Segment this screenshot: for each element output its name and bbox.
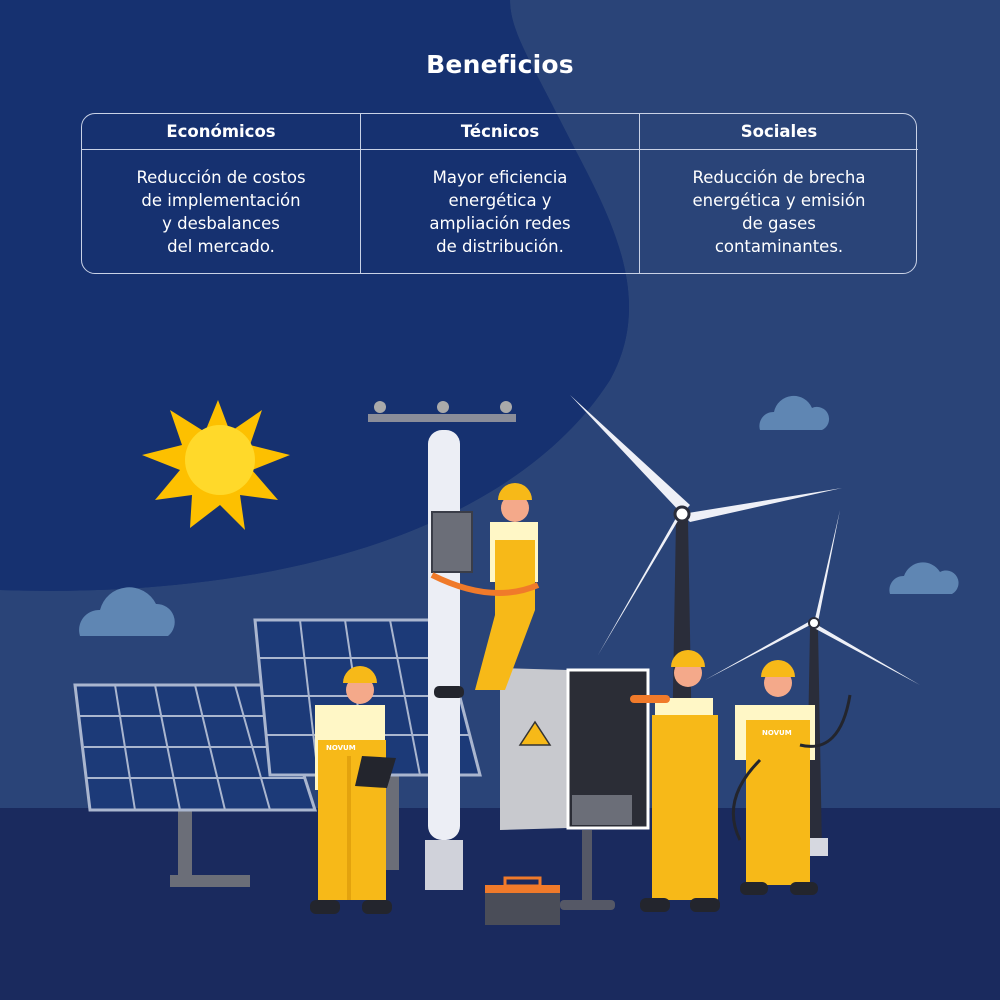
cell-sociales: Reducción de brecha energética y emisión… — [692, 168, 866, 256]
clipboard-icon — [355, 756, 396, 788]
worker-cable: NOVUM — [731, 660, 852, 895]
svg-text:NOVUM: NOVUM — [326, 744, 356, 752]
column-header-sociales: Sociales — [640, 114, 918, 150]
column-header-tecnicos: Técnicos — [361, 114, 640, 150]
worker-screwdriver — [630, 650, 720, 912]
electrical-cabinet — [500, 668, 650, 910]
sun-icon — [142, 400, 290, 530]
power-pole — [368, 401, 516, 890]
worker-climbing — [430, 483, 540, 698]
cell-economicos: Reducción de costos de implementación y … — [82, 150, 361, 273]
benefits-table: Económicos Técnicos Sociales Reducción d… — [81, 113, 918, 274]
svg-text:NOVUM: NOVUM — [762, 729, 792, 737]
background-light-shape — [0, 0, 1000, 810]
cell-tecnicos: Mayor eficiencia energética y ampliación… — [361, 150, 640, 273]
worker: NOVUM — [310, 666, 396, 914]
cloud-icon — [79, 395, 959, 636]
column-header-economicos: Económicos — [82, 114, 361, 150]
toolbox-icon — [485, 876, 560, 925]
page-title: Beneficios — [426, 50, 574, 79]
